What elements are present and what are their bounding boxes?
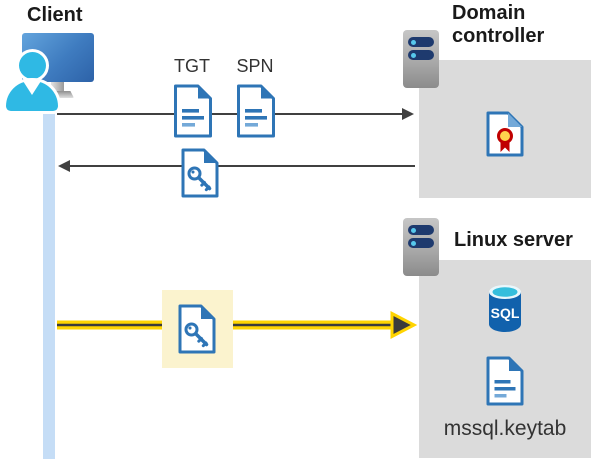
linux-server-title: Linux server [454,229,573,251]
sql-database-icon: SQL [489,285,521,332]
keytab-filename: mssql.keytab [443,417,567,440]
domain-controller-server-icon [403,30,439,88]
domain-controller-title: Domain controller [452,2,545,47]
sql-badge-text: SQL [491,305,520,321]
tgt-document-icon [174,84,212,138]
connection-arrow [57,311,418,339]
monitor-stand [51,82,64,91]
keytab-document-icon [486,356,524,406]
linux-server-icon [403,218,439,276]
response-arrow [58,160,415,172]
spn-label: SPN [236,56,274,76]
tgt-label: TGT [174,56,210,76]
key-document-icon-response [181,148,219,198]
user-at-computer-icon [6,30,110,114]
client-lifeline [43,87,55,459]
monitor-base [44,91,74,98]
client-title: Client [27,4,83,26]
spn-document-icon [237,84,275,138]
user-collar [23,81,41,95]
key-document-icon-connection [178,304,216,354]
certificate-icon [486,111,524,157]
request-arrow [57,108,414,120]
user-icon [19,52,46,79]
